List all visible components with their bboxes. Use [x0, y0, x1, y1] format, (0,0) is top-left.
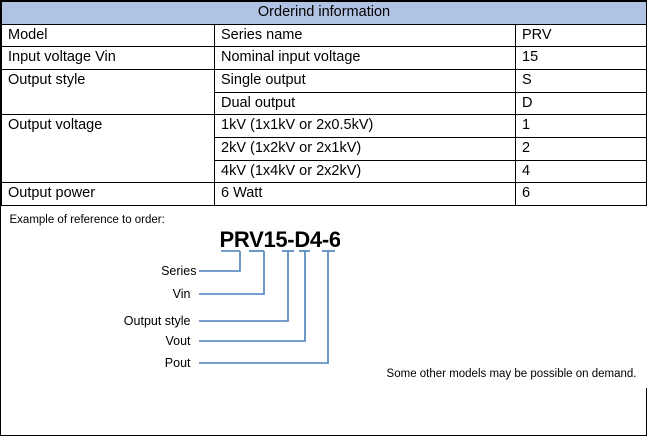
- diagram-container: Example of reference to order: PRV15-D4-…: [1, 205, 647, 389]
- param-cell: Output voltage: [1, 114, 215, 184]
- leader-output-style: [198, 251, 289, 322]
- diagram-row: Example of reference to order: PRV15-D4-…: [1, 205, 647, 389]
- description-cell: Single output: [214, 69, 516, 93]
- param-cell: Model: [1, 23, 215, 48]
- leader-label-pout: Pout: [164, 356, 191, 371]
- description-cell: 2kV (1x2kV or 2x1kV): [214, 137, 516, 161]
- table-title: Orderind information: [1, 1, 647, 25]
- code-cell: 6: [515, 182, 647, 207]
- code-cell: D: [515, 91, 647, 116]
- table-row: Model Series name PRV: [1, 23, 647, 48]
- example-part-number: PRV15-D4-6: [219, 227, 340, 253]
- ordering-information-table: Orderind information Model Series name P…: [1, 1, 647, 389]
- table-row: Output style Single output S: [1, 69, 647, 116]
- description-cell: Dual output: [214, 91, 516, 116]
- param-cell: Input voltage Vin: [1, 46, 215, 71]
- description-cell: 4kV (1x4kV or 2x2kV): [214, 159, 516, 184]
- leader-lines-group: [198, 250, 335, 364]
- table-row: Input voltage Vin Nominal input voltage …: [1, 46, 647, 71]
- code-cell: S: [515, 69, 647, 93]
- example-reference-label: Example of reference to order:: [9, 214, 165, 227]
- table-row: 4kV (1x4kV or 2x2kV) 4: [2, 159, 647, 184]
- leader-label-output-style: Output style: [123, 314, 191, 329]
- description-cell: 1kV (1x1kV or 2x0.5kV): [214, 114, 516, 139]
- leader-vin: [198, 251, 265, 295]
- param-cell: Output style: [1, 69, 215, 116]
- leader-vout: [198, 251, 306, 342]
- leader-label-series: Series: [161, 264, 197, 279]
- code-cell: 15: [515, 46, 647, 71]
- code-cell: 1: [515, 114, 647, 139]
- description-cell: Series name: [214, 23, 516, 48]
- code-cell: 4: [515, 159, 647, 184]
- leader-series: [198, 251, 241, 272]
- part-number-diagram: Example of reference to order: PRV15-D4-…: [1, 206, 647, 389]
- code-cell: PRV: [515, 23, 647, 48]
- description-cell: Nominal input voltage: [214, 46, 516, 71]
- leader-pout: [198, 251, 329, 364]
- table-row: Output voltage 1kV (1x1kV or 2x0.5kV) 1: [1, 114, 647, 184]
- leader-label-vin: Vin: [172, 287, 191, 302]
- table-row: Output power 6 Watt 6: [1, 182, 647, 207]
- description-cell: 6 Watt: [214, 182, 516, 207]
- code-cell: 2: [515, 137, 647, 161]
- footer-note: Some other models may be possible on dem…: [386, 367, 637, 380]
- leader-label-vout: Vout: [165, 334, 191, 349]
- table-title-row: Orderind information: [1, 1, 647, 25]
- param-cell: Output power: [1, 182, 215, 207]
